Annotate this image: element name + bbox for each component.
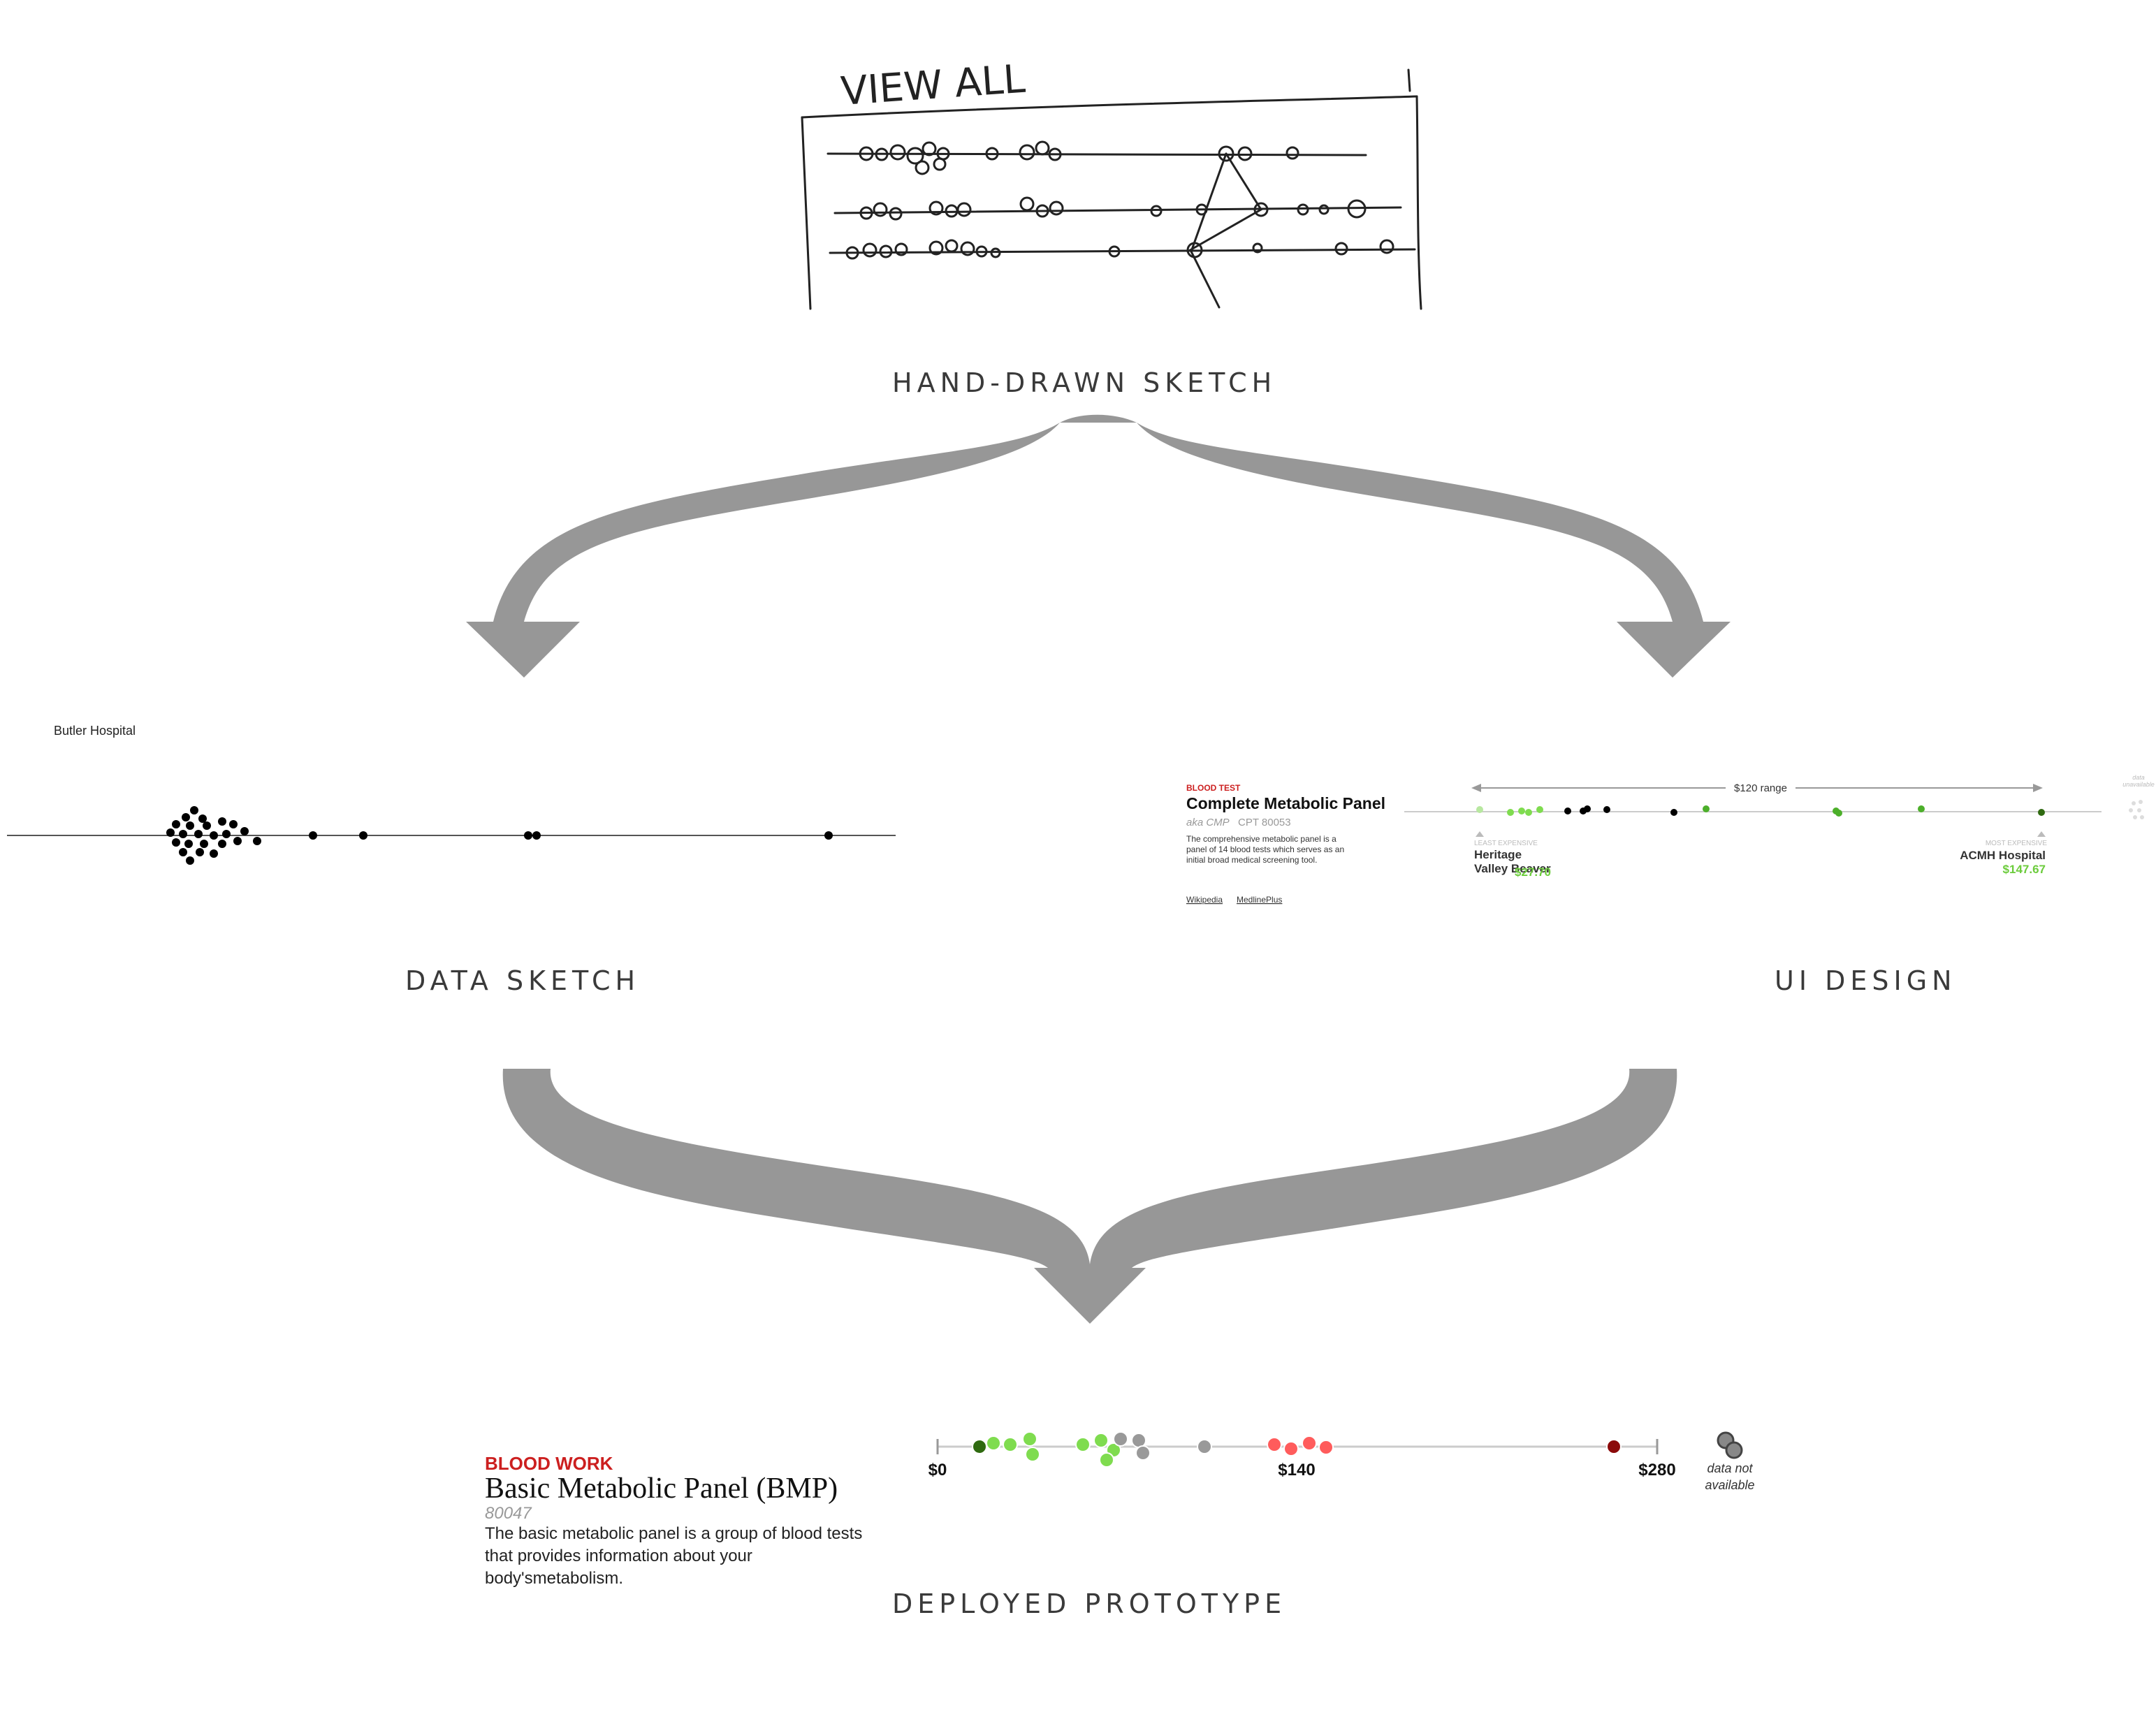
ui-least-price: $27.70 [1515,865,1551,879]
label-data-sketch: DATA SKETCH [405,965,641,996]
ui-most-name: ACMH Hospital [1960,849,2046,862]
arrows [466,414,1731,1324]
deployed-description: The basic metabolic panel is a group of … [485,1524,863,1588]
deployed-prototype: BLOOD WORK Basic Metabolic Panel (BMP) 8… [485,1431,1755,1588]
deployed-dots [972,1431,1622,1468]
ui-most-label: MOST EXPENSIVE [1986,840,2048,847]
ui-link-medlineplus[interactable]: MedlinePlus [1237,895,1282,905]
data-sketch: Butler Hospital [7,724,896,865]
split-arrow [466,414,1731,678]
ui-dots [1476,805,2045,817]
label-ui-design: UI DESIGN [1775,965,1957,996]
ui-eyebrow: BLOOD TEST [1186,783,1241,793]
deployed-title: Basic Metabolic Panel (BMP) [485,1472,838,1505]
ui-range-arrow-left [1471,784,1481,792]
hand-drawn-sketch: VIEW ALL [801,57,1422,310]
merge-arrow [502,1069,1677,1324]
label-hand-drawn-sketch: HAND-DRAWN SKETCH [892,367,1277,398]
deployed-code: 80047 [485,1504,532,1523]
ui-title: Complete Metabolic Panel [1186,794,1385,812]
ui-range-label: $120 range [1734,782,1787,794]
ui-link-wikipedia[interactable]: Wikipedia [1186,895,1223,905]
ui-unavailable-dots [2129,800,2144,819]
data-sketch-hospital: Butler Hospital [54,724,136,738]
deployed-eyebrow: BLOOD WORK [485,1453,613,1474]
ui-unavailable-label: data unavailable [2122,774,2155,788]
ui-most-price: $147.67 [2003,863,2046,876]
deployed-axis-mid: $140 [1278,1461,1315,1479]
deployed-axis-max: $280 [1638,1461,1675,1479]
ui-least-label: LEAST EXPENSIVE [1474,840,1538,847]
sketch-title: VIEW ALL [839,57,1026,115]
label-deployed-prototype: DEPLOYED PROTOTYPE [892,1588,1287,1619]
deployed-axis-min: $0 [928,1461,947,1479]
ui-cpt: CPT 80053 [1238,817,1291,828]
ui-range-arrow-right [2033,784,2043,792]
ui-design: BLOOD TEST Complete Metabolic Panel aka … [1186,774,2155,905]
deployed-na-label: data not available [1705,1461,1755,1492]
ui-aka: aka CMP [1186,817,1230,828]
ui-least-name: Heritage Valley Beaver [1474,848,1551,875]
data-sketch-dots [166,806,833,865]
ui-description: The comprehensive metabolic panel is a p… [1186,834,1345,865]
deployed-na-dots [1717,1431,1743,1459]
